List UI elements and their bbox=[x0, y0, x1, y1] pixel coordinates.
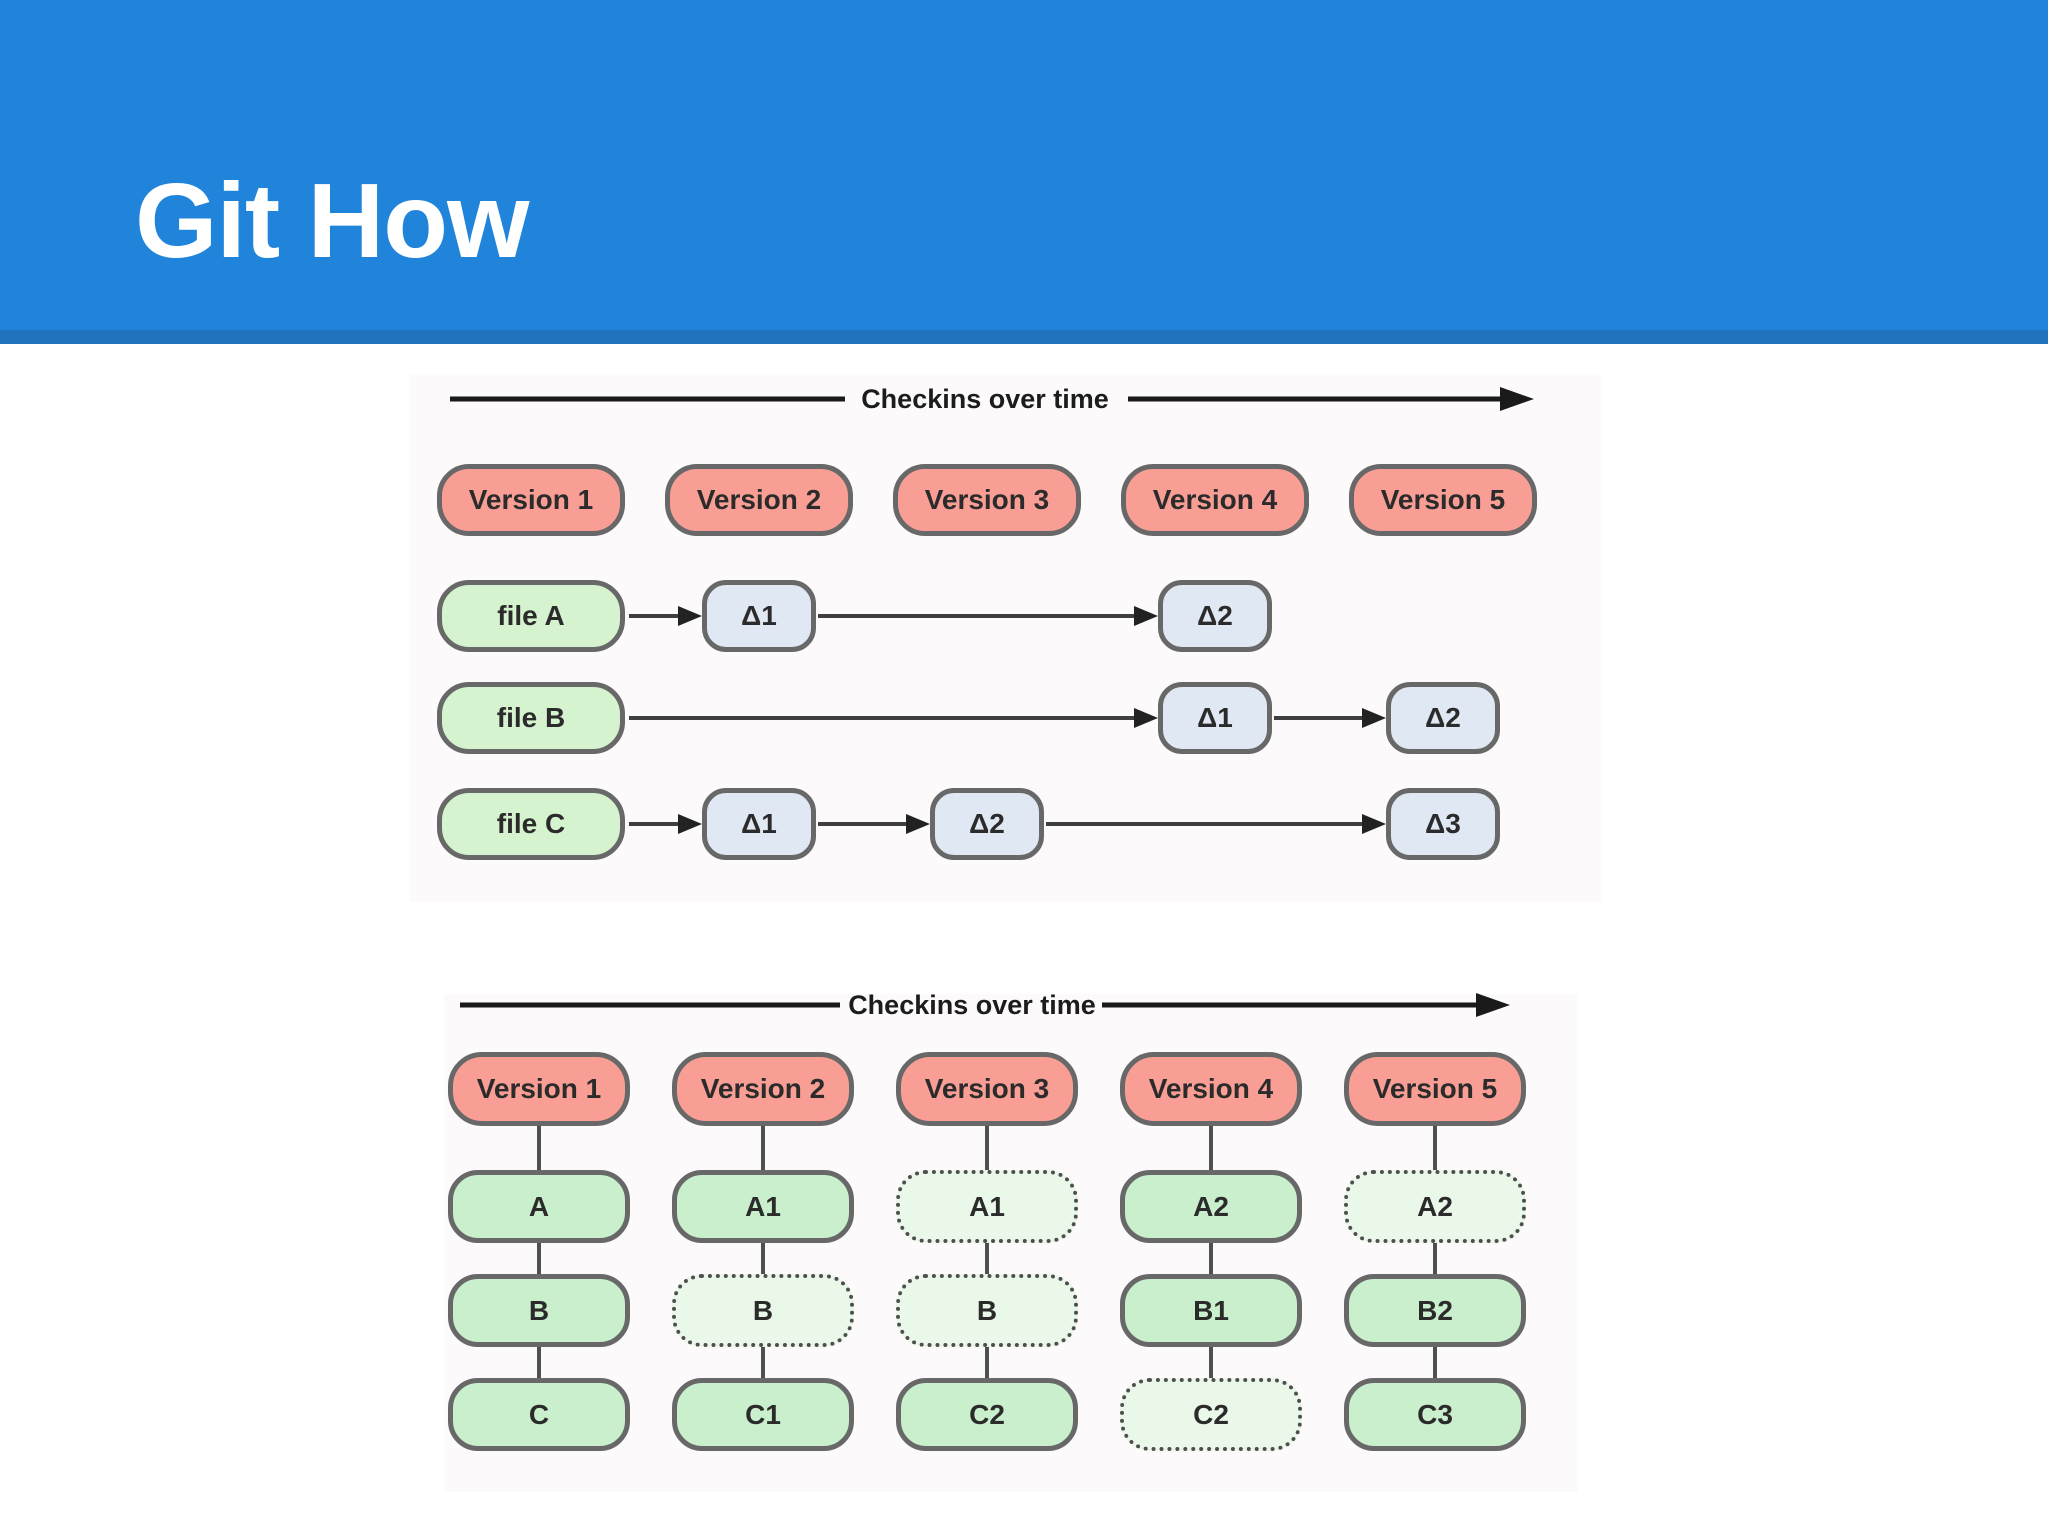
snapshot-pill: A1 bbox=[672, 1170, 854, 1243]
top-delta-arrows bbox=[629, 606, 1386, 834]
delta-pill: Δ3 bbox=[1386, 788, 1500, 860]
bottom-column-connectors bbox=[537, 1126, 1437, 1380]
file-pill: file B bbox=[437, 682, 625, 754]
file-pill: file A bbox=[437, 580, 625, 652]
delta-pill: Δ2 bbox=[930, 788, 1044, 860]
version-pill: Version 4 bbox=[1120, 1052, 1302, 1126]
bottom-timeline-arrow bbox=[460, 993, 1510, 1017]
version-pill: Version 3 bbox=[893, 464, 1081, 536]
snapshot-pill: C2 bbox=[1120, 1378, 1302, 1451]
version-pill: Version 3 bbox=[896, 1052, 1078, 1126]
delta-pill: Δ2 bbox=[1158, 580, 1272, 652]
delta-pill: Δ1 bbox=[702, 788, 816, 860]
version-pill: Version 4 bbox=[1121, 464, 1309, 536]
snapshot-pill: C2 bbox=[896, 1378, 1078, 1451]
version-pill: Version 1 bbox=[437, 464, 625, 536]
slide-title: Git How bbox=[135, 162, 529, 280]
top-timeline-arrow bbox=[450, 387, 1534, 411]
version-pill: Version 1 bbox=[448, 1052, 630, 1126]
header-bar bbox=[0, 0, 2048, 330]
snapshot-pill: C1 bbox=[672, 1378, 854, 1451]
snapshot-pill: B bbox=[448, 1274, 630, 1347]
snapshot-pill: A2 bbox=[1120, 1170, 1302, 1243]
file-pill: file C bbox=[437, 788, 625, 860]
snapshot-pill: A2 bbox=[1344, 1170, 1526, 1243]
delta-pill: Δ1 bbox=[1158, 682, 1272, 754]
snapshot-pill: B1 bbox=[1120, 1274, 1302, 1347]
snapshot-pill: A1 bbox=[896, 1170, 1078, 1243]
snapshot-pill: A bbox=[448, 1170, 630, 1243]
snapshot-pill: B2 bbox=[1344, 1274, 1526, 1347]
version-pill: Version 2 bbox=[672, 1052, 854, 1126]
header-accent-strip bbox=[0, 330, 2048, 344]
delta-pill: Δ1 bbox=[702, 580, 816, 652]
snapshot-pill: B bbox=[896, 1274, 1078, 1347]
snapshot-pill: C bbox=[448, 1378, 630, 1451]
bottom-timeline-caption: Checkins over time bbox=[848, 990, 1096, 1020]
version-pill: Version 5 bbox=[1344, 1052, 1526, 1126]
version-pill: Version 2 bbox=[665, 464, 853, 536]
delta-pill: Δ2 bbox=[1386, 682, 1500, 754]
version-pill: Version 5 bbox=[1349, 464, 1537, 536]
snapshot-pill: C3 bbox=[1344, 1378, 1526, 1451]
top-timeline-caption: Checkins over time bbox=[861, 384, 1109, 414]
snapshot-pill: B bbox=[672, 1274, 854, 1347]
